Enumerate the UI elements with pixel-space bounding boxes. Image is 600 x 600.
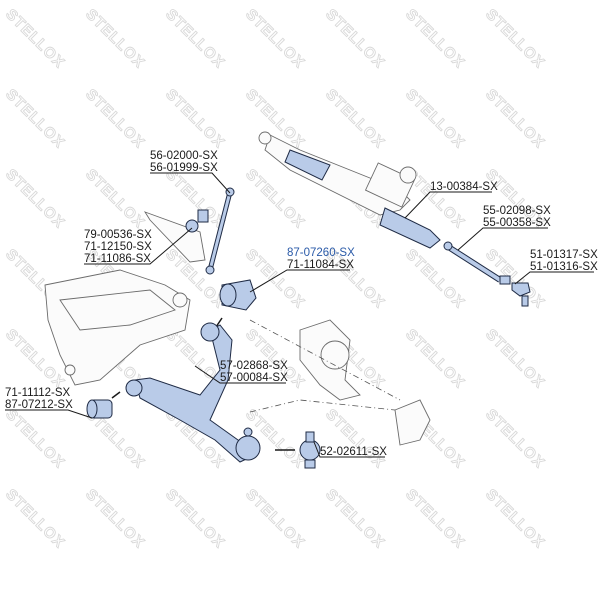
callout-labels: 56-02000-SX 56-01999-SX 79-00536-SX 71-1… (5, 150, 598, 458)
part-code[interactable]: 55-02098-SX (483, 205, 551, 217)
tie-rod (443, 241, 502, 283)
leader-lines (5, 172, 594, 458)
part-code[interactable]: 71-11086-SX (84, 253, 151, 265)
watermark-text: STELLOX (402, 86, 468, 152)
watermark-text: STELLOX (482, 6, 548, 72)
watermark-text: STELLOX (242, 486, 308, 552)
tie-rod-end (499, 275, 531, 307)
watermark-text: STELLOX (242, 166, 308, 232)
watermark-text: STELLOX (402, 486, 468, 552)
part-code[interactable]: 71-11084-SX (287, 259, 354, 271)
watermark-text: STELLOX (162, 486, 228, 552)
watermark-text: STELLOX (482, 326, 548, 392)
watermark-text: STELLOX (162, 86, 228, 152)
watermark-text: STELLOX (82, 6, 148, 72)
watermark-text: STELLOX (2, 86, 68, 152)
watermark-text: STELLOX (2, 166, 68, 232)
watermark-text: STELLOX (482, 86, 548, 152)
part-code[interactable]: 71-12150-SX (84, 241, 152, 253)
watermark-text: STELLOX (82, 86, 148, 152)
watermark-text: STELLOX (482, 486, 548, 552)
watermark-text: STELLOX (322, 406, 388, 472)
watermark-text: STELLOX (402, 326, 468, 392)
part-code[interactable]: 56-01999-SX (150, 162, 218, 174)
watermark-text: STELLOX (2, 486, 68, 552)
steering-knuckle (299, 319, 431, 446)
part-code-highlighted[interactable]: 87-07260-SX (287, 247, 355, 259)
part-code[interactable]: 56-02000-SX (150, 150, 218, 162)
part-code[interactable]: 71-11112-SX (5, 387, 71, 399)
watermark-text: STELLOX (82, 486, 148, 552)
steering-rack (258, 131, 417, 216)
stabilizer-link (205, 187, 235, 275)
part-code[interactable]: 51-01316-SX (530, 261, 598, 273)
part-code[interactable]: 79-00536-SX (84, 229, 152, 241)
control-arm (125, 322, 261, 463)
watermark-text: STELLOX (482, 406, 548, 472)
part-code[interactable]: 51-01317-SX (530, 249, 598, 261)
subframe (44, 269, 191, 386)
part-code[interactable]: 55-00358-SX (483, 217, 551, 229)
watermark-text: STELLOX (2, 6, 68, 72)
part-code[interactable]: 87-07212-SX (5, 399, 73, 411)
watermark-text: STELLOX (322, 86, 388, 152)
arrow-icon (111, 391, 121, 399)
part-code[interactable]: 57-00084-SX (220, 372, 288, 384)
watermark-text: STELLOX (322, 486, 388, 552)
watermark-text: STELLOX (402, 6, 468, 72)
watermark-text: STELLOX (162, 6, 228, 72)
part-code[interactable]: 13-00384-SX (430, 181, 498, 193)
watermark-text: STELLOX (82, 166, 148, 232)
watermark-text: STELLOX (322, 6, 388, 72)
part-code[interactable]: 57-02868-SX (220, 360, 288, 372)
steering-boot (379, 207, 441, 249)
watermark-text: STELLOX (2, 406, 68, 472)
watermark-text: STELLOX (242, 6, 308, 72)
front-arm-bushing (86, 399, 113, 419)
part-code[interactable]: 52-02611-SX (320, 446, 387, 458)
rear-arm-bushing (219, 279, 257, 311)
